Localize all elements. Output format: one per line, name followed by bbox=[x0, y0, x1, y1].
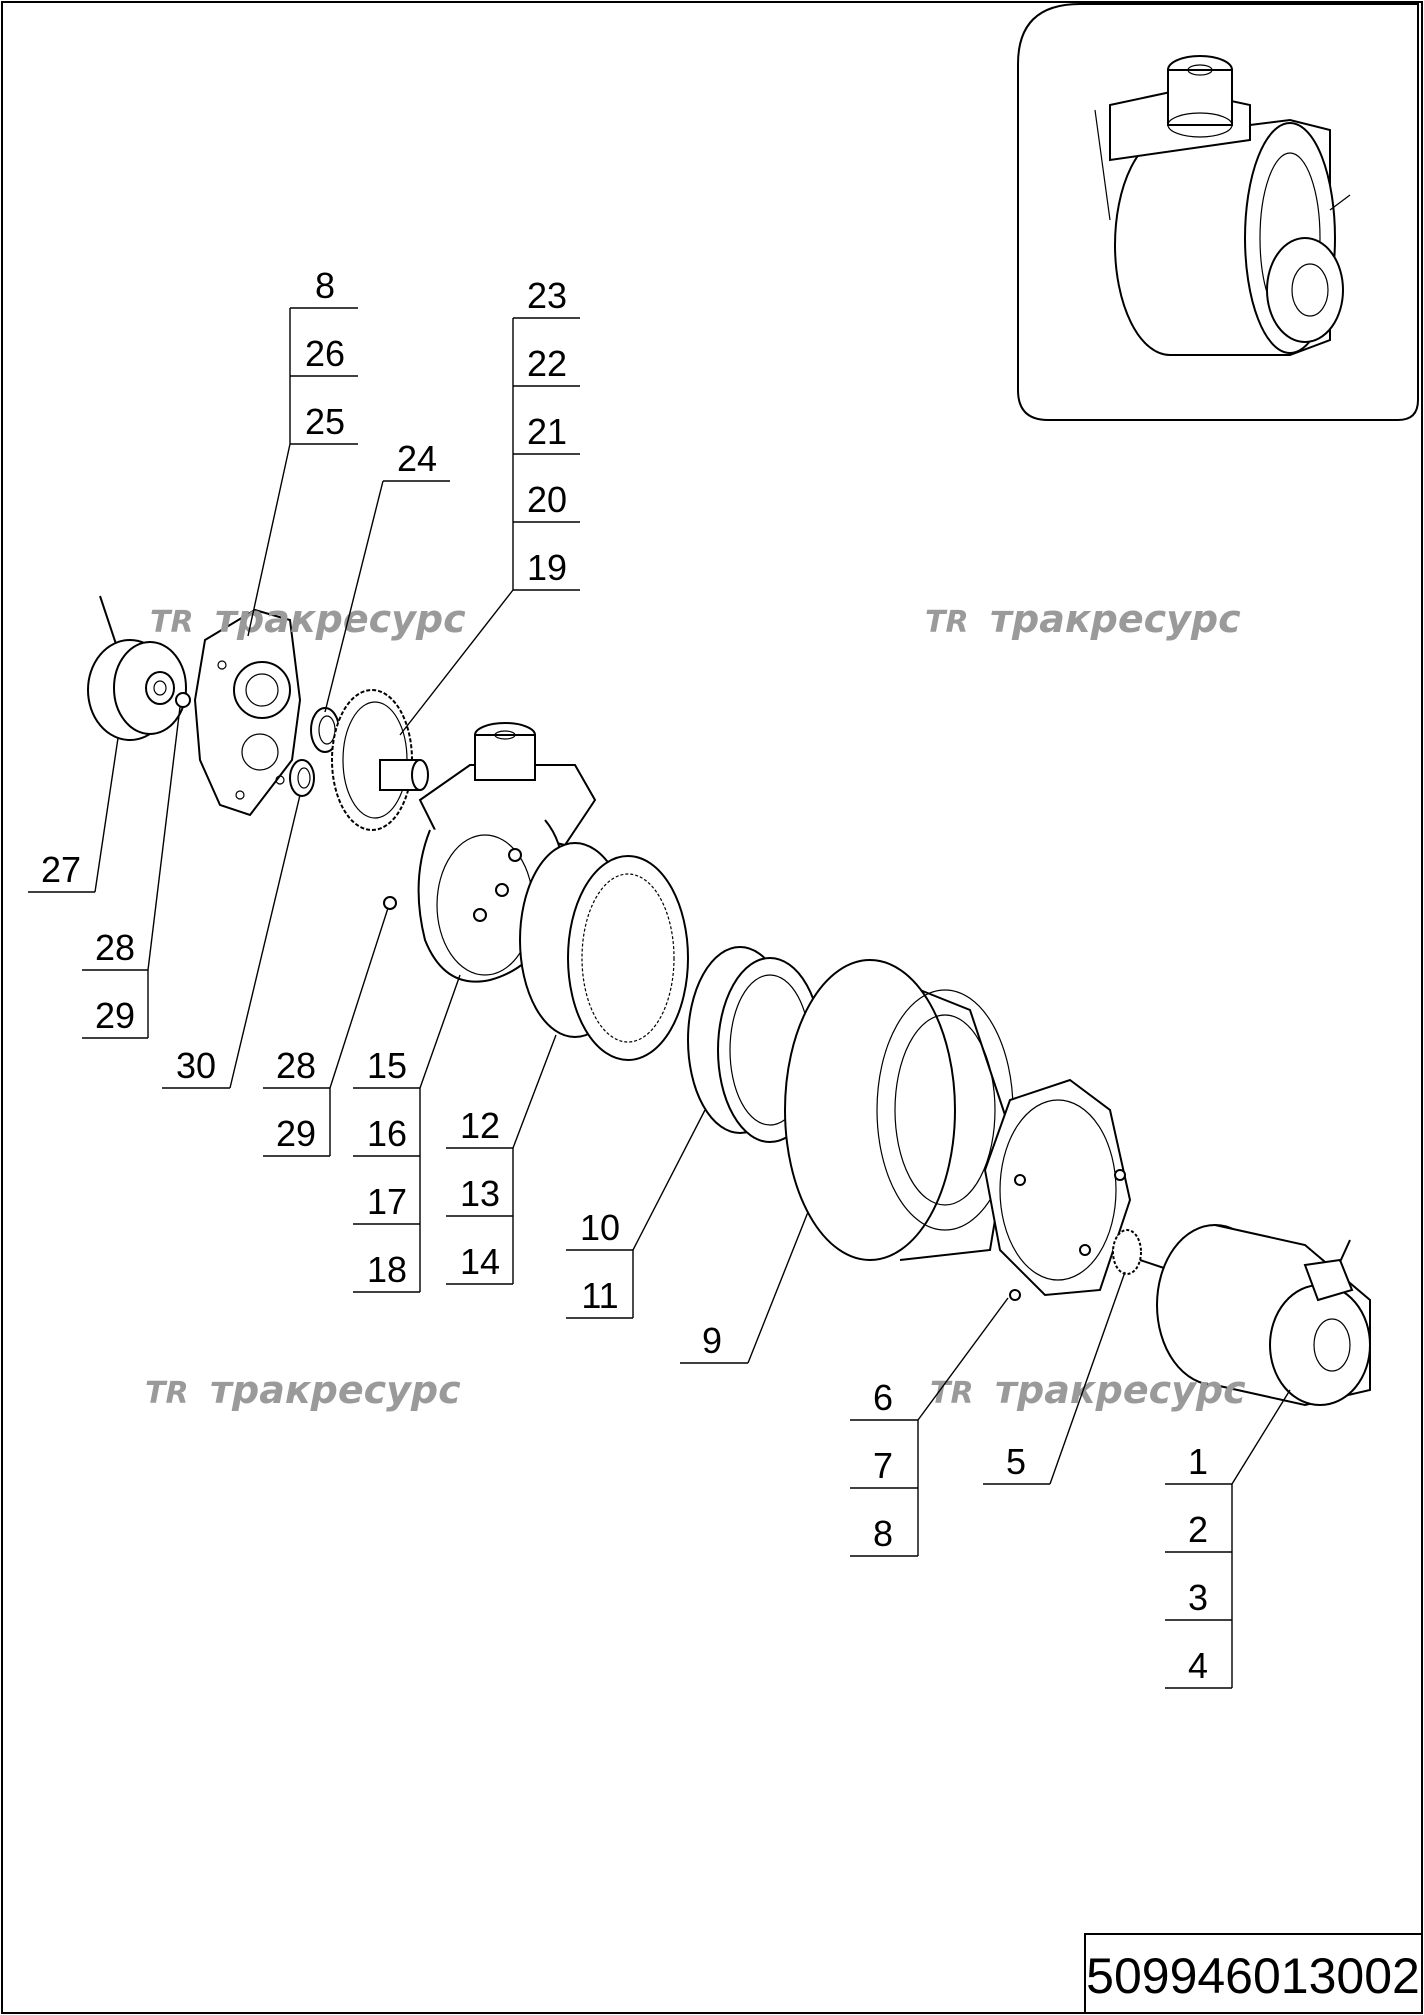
svg-text:тракресурс: тракресурс bbox=[995, 1368, 1246, 1412]
callout-label: 10 bbox=[580, 1207, 620, 1248]
drawing-code: 509946013002 bbox=[1086, 1948, 1420, 2004]
callout-group-6-8: 6 7 8 bbox=[850, 1297, 1009, 1557]
svg-text:тракресурс: тракресурс bbox=[990, 597, 1241, 641]
part-12-14-ring-gear bbox=[519, 842, 689, 1061]
callout-group-10-11: 10 11 bbox=[566, 1109, 706, 1319]
svg-text:TR: TR bbox=[925, 605, 969, 640]
callout-label: 29 bbox=[95, 995, 135, 1036]
drawing-code-box: 509946013002 bbox=[1084, 1933, 1423, 2014]
callout-group-15-18: 15 16 17 18 bbox=[353, 974, 461, 1293]
watermark-3: TR тракресурс bbox=[145, 1368, 461, 1412]
callout-label: 3 bbox=[1188, 1577, 1208, 1618]
callout-label: 19 bbox=[527, 547, 567, 588]
callout-label: 24 bbox=[397, 438, 437, 479]
part-9-tire bbox=[784, 959, 1014, 1261]
callout-label: 26 bbox=[305, 333, 345, 374]
callout-group-27: 27 bbox=[28, 737, 119, 893]
svg-text:TR: TR bbox=[930, 1376, 974, 1411]
callout-label: 7 bbox=[873, 1445, 893, 1486]
assembly-inset-view bbox=[1017, 3, 1419, 421]
callout-group-5: 5 bbox=[983, 1271, 1126, 1485]
callout-label: 4 bbox=[1188, 1645, 1208, 1686]
callout-group-28-29-middle: 28 29 bbox=[263, 907, 389, 1157]
watermark-1: TR тракресурс bbox=[150, 597, 466, 641]
callout-group-23-19: 23 22 21 20 19 bbox=[399, 275, 580, 736]
part-6-8-flange bbox=[983, 1078, 1132, 1301]
callout-label: 27 bbox=[41, 849, 81, 890]
watermark-2: TR тракресурс bbox=[925, 597, 1241, 641]
callout-label: 29 bbox=[276, 1113, 316, 1154]
callout-group-28-29-left: 28 29 bbox=[82, 706, 181, 1039]
callout-label: 25 bbox=[305, 401, 345, 442]
callout-label: 18 bbox=[367, 1249, 407, 1290]
part-27-brake-hub bbox=[87, 595, 187, 741]
svg-text:тракресурс: тракресурс bbox=[215, 597, 466, 641]
svg-text:TR: TR bbox=[145, 1376, 189, 1411]
callout-label: 15 bbox=[367, 1045, 407, 1086]
part-1-4-motor bbox=[1156, 1224, 1371, 1407]
callout-group-1-4: 1 2 3 4 bbox=[1165, 1389, 1291, 1689]
callout-label: 9 bbox=[702, 1320, 722, 1361]
callout-group-8-26-25: 8 26 25 bbox=[247, 265, 358, 637]
part-8-cover-plate bbox=[193, 608, 302, 817]
callout-label: 5 bbox=[1006, 1441, 1026, 1482]
callout-label: 12 bbox=[460, 1105, 500, 1146]
part-5-pinion bbox=[1112, 1229, 1171, 1275]
part-30-bearing bbox=[289, 759, 315, 797]
callout-label: 21 bbox=[527, 411, 567, 452]
part-28-29-nut bbox=[175, 692, 191, 708]
callout-label: 23 bbox=[527, 275, 567, 316]
callout-label: 17 bbox=[367, 1181, 407, 1222]
callout-label: 22 bbox=[527, 343, 567, 384]
callout-label: 14 bbox=[460, 1241, 500, 1282]
callout-label: 16 bbox=[367, 1113, 407, 1154]
callout-label: 8 bbox=[315, 265, 335, 306]
callout-label: 2 bbox=[1188, 1509, 1208, 1550]
callout-label: 28 bbox=[276, 1045, 316, 1086]
callout-label: 11 bbox=[581, 1275, 618, 1316]
callout-label: 13 bbox=[460, 1173, 500, 1214]
callout-group-24: 24 bbox=[324, 438, 450, 713]
callout-label: 20 bbox=[527, 479, 567, 520]
svg-text:TR: TR bbox=[150, 605, 194, 640]
part-19-23-gear bbox=[331, 689, 429, 831]
callout-label: 1 bbox=[1188, 1441, 1208, 1482]
callout-group-9: 9 bbox=[680, 1211, 809, 1364]
callout-group-30: 30 bbox=[162, 794, 301, 1089]
callout-label: 8 bbox=[873, 1513, 893, 1554]
svg-text:тракресурс: тракресурс bbox=[210, 1368, 461, 1412]
callout-label: 30 bbox=[176, 1045, 216, 1086]
callout-group-12-14: 12 13 14 bbox=[446, 1034, 557, 1285]
callout-label: 28 bbox=[95, 927, 135, 968]
callout-label: 6 bbox=[873, 1377, 893, 1418]
